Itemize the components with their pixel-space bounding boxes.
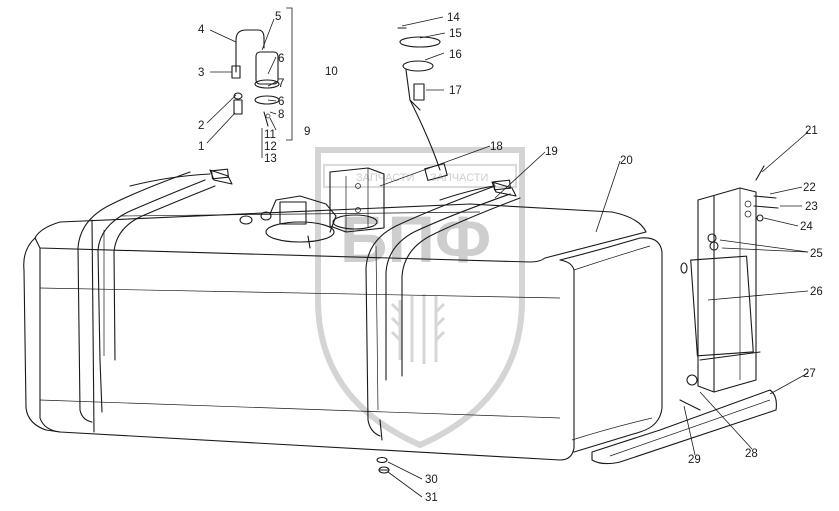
mounting-strap-right	[365, 181, 521, 441]
callout-9: 9	[304, 126, 310, 138]
callout-31: 31	[425, 492, 438, 504]
callout-labels: 1 2 3 4 5 6 7 6 8 9 10 11 12 13 14 15 16…	[198, 11, 823, 504]
watermark-text-left: ЗАПЧАСТИ	[356, 172, 414, 184]
fuel-level-sensor	[397, 27, 448, 181]
callout-22: 22	[803, 182, 816, 194]
watermark-wheat-icon	[390, 294, 446, 364]
callout-4: 4	[198, 24, 205, 36]
mounting-strap-left	[77, 169, 233, 433]
callout-5: 5	[275, 11, 281, 23]
callout-14: 14	[447, 12, 460, 24]
callout-21: 21	[805, 125, 818, 137]
callout-23: 23	[805, 201, 818, 213]
callout-17: 17	[449, 85, 462, 97]
callout-10: 10	[325, 66, 338, 78]
callout-20: 20	[620, 155, 633, 167]
bracket-18	[329, 167, 385, 233]
callout-15: 15	[449, 28, 462, 40]
callout-28: 28	[745, 448, 758, 460]
callout-25: 25	[810, 248, 823, 260]
callout-6b: 6	[278, 96, 284, 108]
callout-1: 1	[198, 141, 204, 153]
callout-13: 13	[264, 153, 277, 165]
support-plate-27	[591, 374, 777, 465]
callout-7: 7	[278, 78, 284, 90]
callout-24: 24	[800, 221, 813, 233]
callout-6a: 6	[278, 53, 284, 65]
fuel-pump-unit	[239, 195, 378, 249]
bolts-22-24	[753, 165, 779, 222]
callout-2: 2	[198, 120, 204, 132]
drain-plug	[376, 456, 390, 474]
callout-19: 19	[545, 146, 558, 158]
watermark-big-text: БПФ	[340, 202, 491, 276]
callout-11: 11	[264, 129, 276, 141]
cable-connector-left	[129, 168, 229, 187]
callout-12: 12	[264, 141, 277, 153]
leader-lines	[206, 16, 809, 498]
fuel-pump-assembly	[231, 29, 280, 127]
callout-8: 8	[278, 109, 284, 121]
watermark-text-right: ЗАПЧАСТИ	[430, 172, 488, 184]
rear-bracket-assembly	[680, 187, 761, 393]
callout-26: 26	[810, 286, 823, 298]
fuel-tank	[23, 203, 663, 461]
callout-27: 27	[803, 368, 816, 380]
callout-3: 3	[198, 67, 204, 79]
callout-30: 30	[425, 474, 438, 486]
bracket-10	[286, 7, 293, 141]
watermark-logo: ЗАПЧАСТИ ЗАПЧАСТИ БПФ	[315, 147, 525, 449]
callout-18: 18	[490, 141, 503, 153]
callout-16: 16	[449, 49, 462, 61]
callout-29: 29	[688, 454, 701, 466]
